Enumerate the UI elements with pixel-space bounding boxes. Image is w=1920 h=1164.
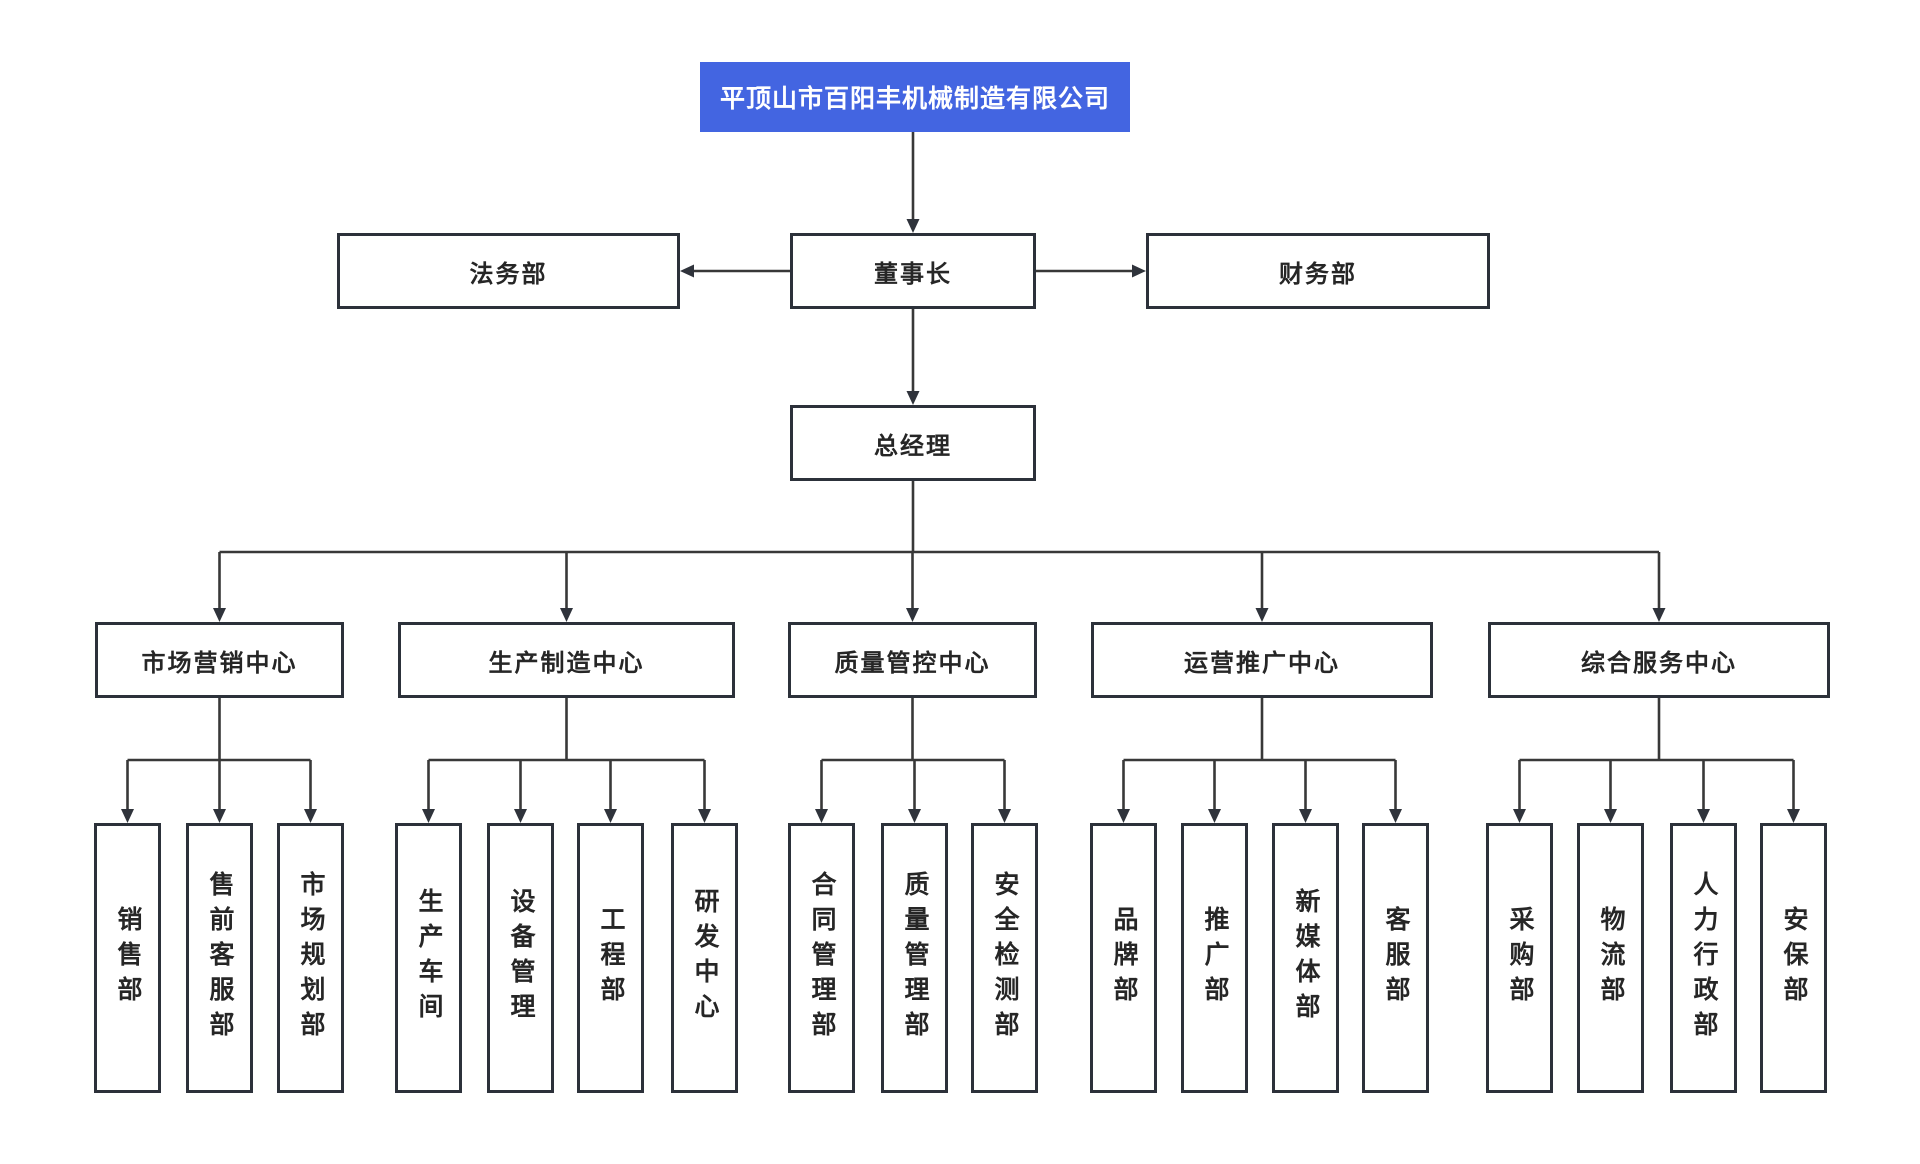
- dept-box-safety-inspection: 安全检测部: [971, 823, 1038, 1093]
- dept-box-workshop: 生产车间: [395, 823, 462, 1093]
- legal-dept-box: 法务部: [337, 233, 680, 309]
- center-box-operations: 运营推广中心: [1091, 622, 1433, 698]
- center-box-services: 综合服务中心: [1488, 622, 1830, 698]
- dept-box-rnd: 研发中心: [671, 823, 738, 1093]
- general-manager-box: 总经理: [790, 405, 1036, 481]
- center-box-production: 生产制造中心: [398, 622, 735, 698]
- dept-box-hr-admin: 人力行政部: [1670, 823, 1737, 1093]
- dept-box-procurement: 采购部: [1486, 823, 1553, 1093]
- dept-box-sales: 销售部: [94, 823, 161, 1093]
- center-box-quality: 质量管控中心: [788, 622, 1037, 698]
- dept-box-logistics: 物流部: [1577, 823, 1644, 1093]
- dept-box-engineering: 工程部: [577, 823, 644, 1093]
- dept-box-brand: 品牌部: [1090, 823, 1157, 1093]
- dept-box-security: 安保部: [1760, 823, 1827, 1093]
- company-box: 平顶山市百阳丰机械制造有限公司: [700, 62, 1130, 132]
- chairman-box: 董事长: [790, 233, 1036, 309]
- dept-box-market-planning: 市场规划部: [277, 823, 344, 1093]
- center-box-marketing: 市场营销中心: [95, 622, 344, 698]
- dept-box-equipment: 设备管理: [487, 823, 554, 1093]
- dept-box-contract-mgmt: 合同管理部: [788, 823, 855, 1093]
- dept-box-quality-mgmt: 质量管理部: [881, 823, 948, 1093]
- dept-box-new-media: 新媒体部: [1272, 823, 1339, 1093]
- dept-box-promotion: 推广部: [1181, 823, 1248, 1093]
- finance-dept-box: 财务部: [1146, 233, 1490, 309]
- dept-box-presales-service: 售前客服部: [186, 823, 253, 1093]
- dept-box-customer-service: 客服部: [1362, 823, 1429, 1093]
